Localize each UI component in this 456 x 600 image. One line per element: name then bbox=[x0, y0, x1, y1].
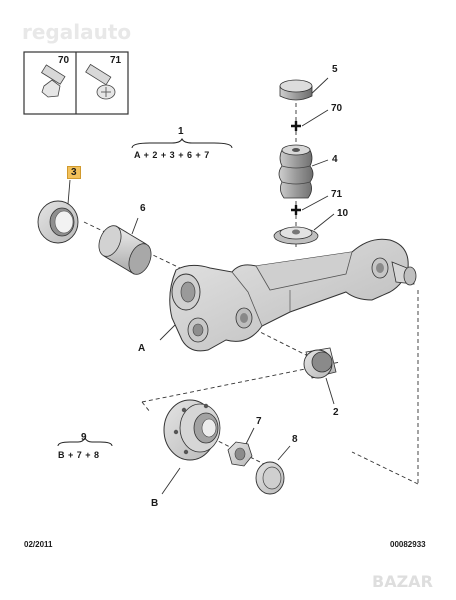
screw-legend-box bbox=[23, 51, 129, 115]
assembly-1-ref: 1 bbox=[178, 126, 184, 137]
bump-stop-mount-cup bbox=[273, 226, 319, 245]
callout-2: 2 bbox=[333, 407, 339, 418]
screw-position-marker-70 bbox=[291, 121, 301, 131]
callout-5: 5 bbox=[332, 64, 338, 75]
callout-7: 7 bbox=[256, 416, 262, 427]
torx-bolt-icon bbox=[85, 63, 116, 100]
rear-axle-arm bbox=[169, 238, 417, 352]
rubber-stop-cap bbox=[279, 79, 313, 101]
callout-3-highlighted: 3 bbox=[67, 166, 81, 179]
assembly-9-formula: B + 7 + 8 bbox=[58, 450, 100, 460]
callout-A: A bbox=[138, 343, 146, 354]
sleeve-bush bbox=[98, 225, 152, 275]
callout-6: 6 bbox=[140, 203, 146, 214]
assembly-1-brace bbox=[131, 137, 233, 149]
callout-10: 10 bbox=[337, 208, 349, 219]
assembly-1-formula: A + 2 + 3 + 6 + 7 bbox=[134, 150, 210, 160]
assembly-9-ref: 9 bbox=[81, 432, 87, 443]
footer-date: 02/2011 bbox=[24, 540, 53, 549]
screw-position-marker-71 bbox=[291, 205, 301, 215]
callout-B: B bbox=[151, 498, 159, 509]
callout-70: 70 bbox=[331, 103, 343, 114]
callout-8: 8 bbox=[292, 434, 298, 445]
callout-4: 4 bbox=[332, 154, 338, 165]
bump-stop bbox=[278, 144, 314, 199]
hex-bolt-icon bbox=[41, 64, 66, 98]
end-plug bbox=[303, 347, 337, 379]
watermark-top: regalauto bbox=[22, 20, 132, 44]
legend-ref-70: 70 bbox=[58, 55, 70, 66]
hub-cap bbox=[255, 461, 285, 495]
assembly-9-brace bbox=[57, 436, 113, 447]
callout-71: 71 bbox=[331, 189, 343, 200]
hub-nut bbox=[227, 441, 253, 467]
legend-ref-71: 71 bbox=[110, 55, 122, 66]
footer-diagram-code: 00082933 bbox=[390, 540, 426, 549]
watermark-bottom: BAZAR bbox=[372, 572, 433, 591]
wheel-hub bbox=[163, 399, 221, 461]
ring-bush bbox=[37, 200, 79, 244]
